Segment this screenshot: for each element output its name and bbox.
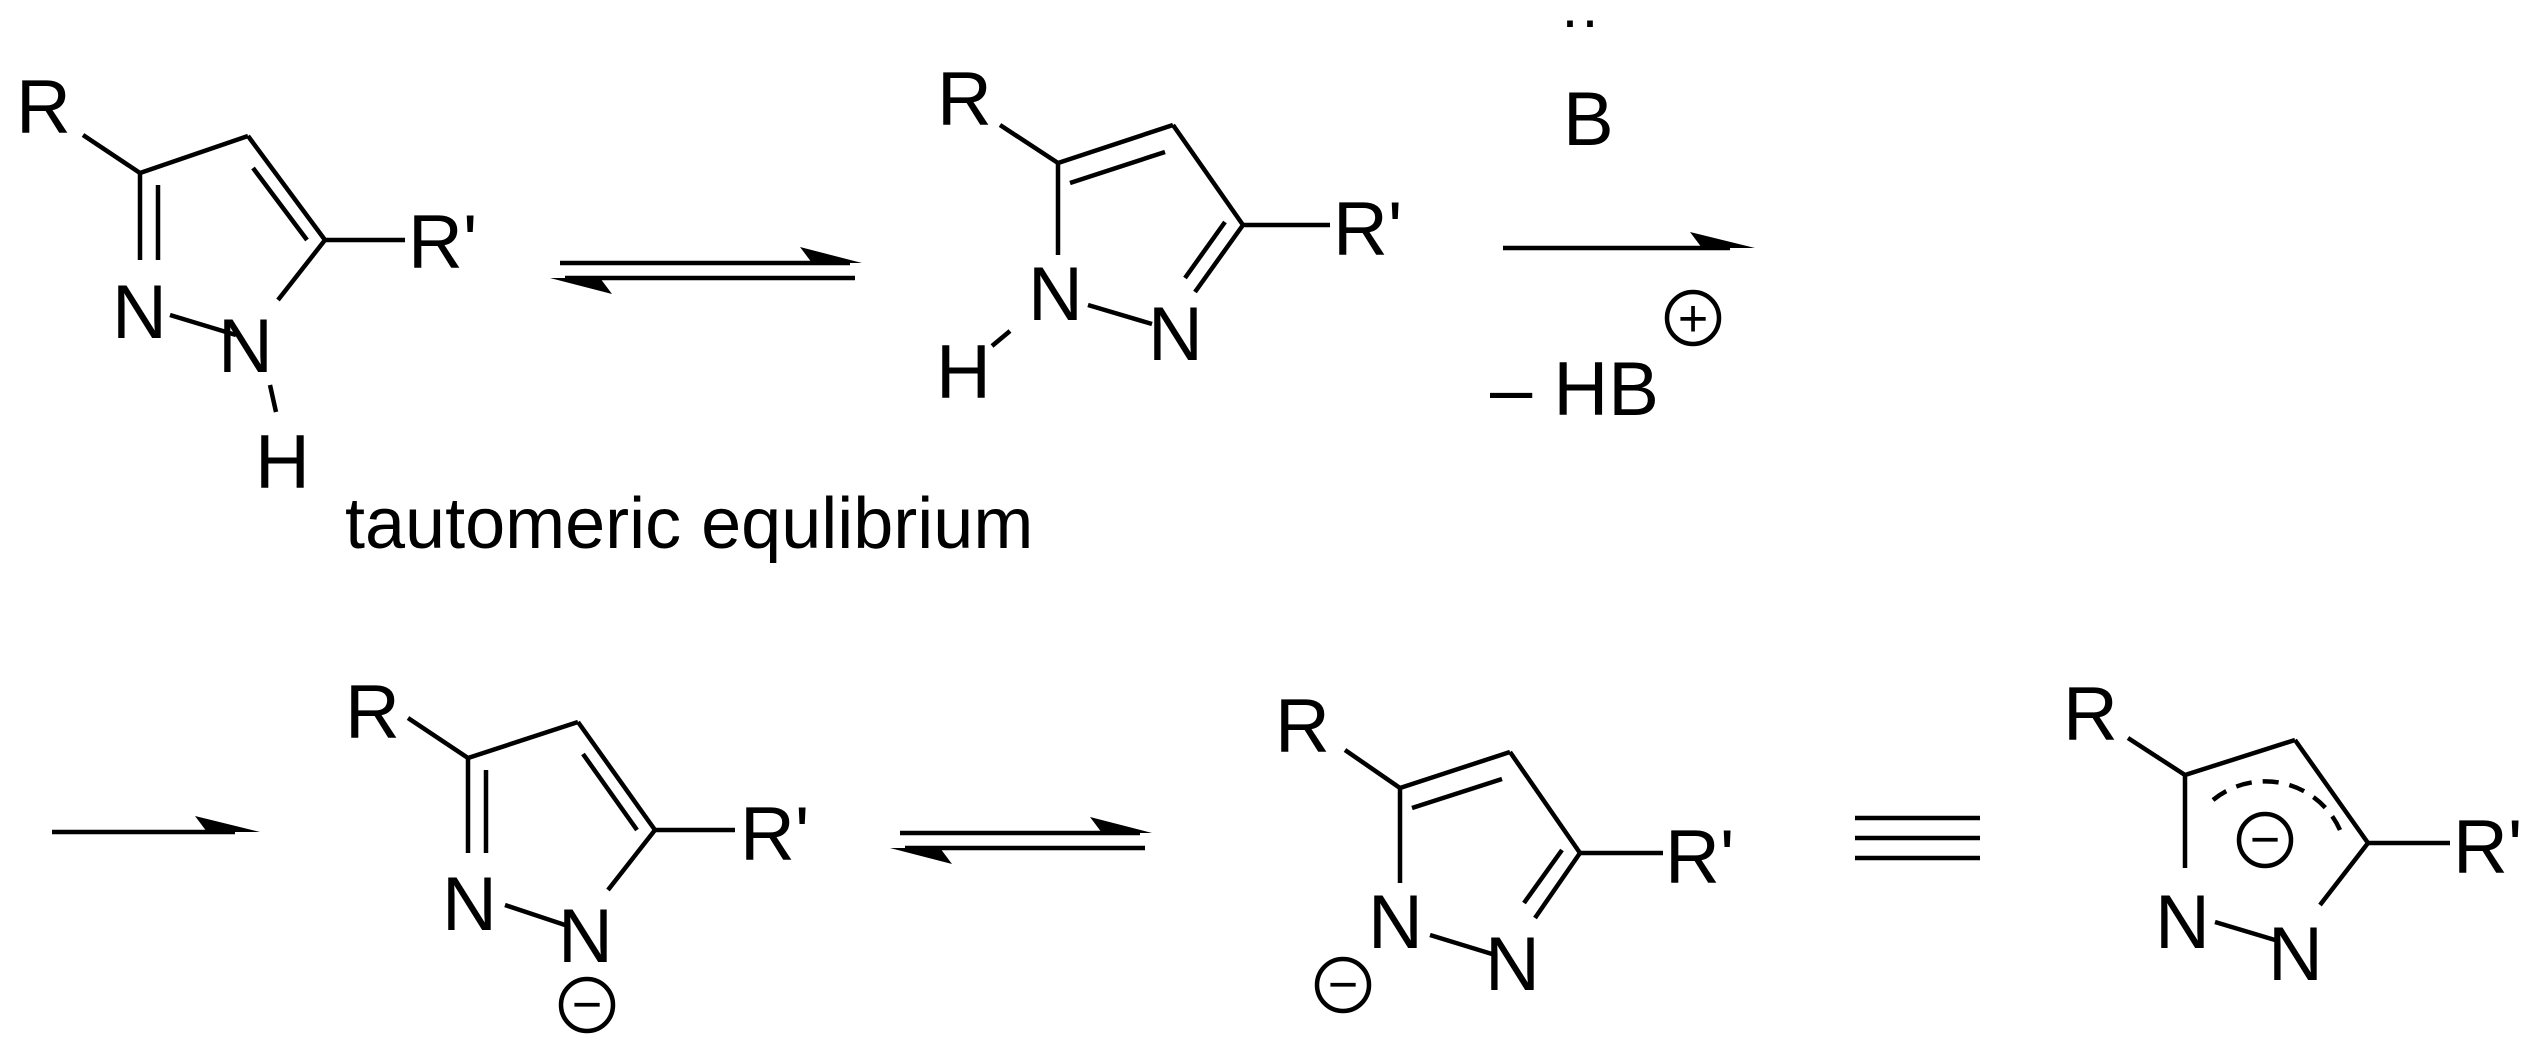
pyrazolide-anion-delocalized: − R R' N N bbox=[2063, 672, 2522, 997]
svg-text:−: − bbox=[1328, 956, 1358, 1014]
substituent-r-prime: R' bbox=[408, 200, 477, 285]
equivalence-sign bbox=[1855, 815, 1980, 861]
equilibrium-arrow-bottom bbox=[890, 817, 1152, 864]
bond-c3-r bbox=[81, 133, 142, 175]
pyrazolide-anion-n1: R R' N N − bbox=[345, 670, 809, 1034]
bond-c4-c5-inner bbox=[251, 166, 309, 242]
substituent-r: R bbox=[345, 670, 400, 755]
atom-n2: N bbox=[1148, 292, 1203, 377]
atom-n1: N bbox=[558, 894, 613, 979]
substituent-r: R bbox=[16, 65, 71, 150]
negative-charge: − bbox=[2236, 811, 2294, 869]
substituent-r: R bbox=[937, 57, 992, 142]
base-lone-pair: ·· bbox=[1560, 0, 1600, 53]
bond-c5-c4 bbox=[1057, 122, 1174, 166]
deprotonation-arrow bbox=[1503, 232, 1755, 251]
bond-c3-c4 bbox=[2184, 737, 2296, 778]
atom-n1: N bbox=[1368, 880, 1423, 965]
bond-n1-h bbox=[990, 329, 1012, 348]
bond-c3-n2 bbox=[1193, 223, 1245, 294]
substituent-r-prime: R' bbox=[2453, 805, 2522, 890]
atom-n1: N bbox=[2268, 912, 2323, 997]
pyrazole-tautomer-b: R R' N N H bbox=[936, 57, 1402, 415]
positive-charge: + bbox=[1664, 289, 1722, 348]
atom-h: H bbox=[936, 330, 991, 415]
substituent-r-prime: R' bbox=[1333, 187, 1402, 272]
equilibrium-arrow-top bbox=[550, 247, 862, 294]
bond-c5-n1 bbox=[606, 828, 657, 892]
atom-n2: N bbox=[2155, 880, 2210, 965]
caption-tautomeric-equilibrium: tautomeric equlibrium bbox=[345, 484, 1033, 564]
bond-n2-n1 bbox=[504, 902, 566, 928]
negative-charge: − bbox=[1314, 956, 1372, 1014]
negative-charge: − bbox=[558, 976, 616, 1034]
reagent-base: B bbox=[1563, 77, 1614, 162]
substituent-r: R bbox=[1275, 684, 1330, 769]
bond-c4-c3 bbox=[1508, 750, 1582, 855]
atom-h: H bbox=[255, 420, 310, 505]
continuation-arrow bbox=[52, 816, 260, 835]
bond-c5-n1 bbox=[276, 238, 327, 302]
bond-c5-c4-inner bbox=[1069, 149, 1166, 186]
atom-n2: N bbox=[112, 270, 167, 355]
svg-text:−: − bbox=[2250, 811, 2280, 869]
bond-c4-c5 bbox=[2293, 738, 2370, 845]
bond-n2-n1 bbox=[2214, 919, 2276, 943]
bond-c3-n2-inner bbox=[1522, 848, 1564, 905]
bond-c3-c4 bbox=[467, 719, 579, 761]
bond-n1-h bbox=[267, 384, 279, 413]
pyrazolide-anion-n1-alt: R R' N N − bbox=[1275, 684, 1734, 1014]
bond-n2-n1 bbox=[169, 312, 237, 338]
atom-n2: N bbox=[442, 862, 497, 947]
bond-c5-n1 bbox=[2318, 841, 2370, 907]
bond-c4-c5 bbox=[576, 720, 657, 832]
substituent-r-prime: R' bbox=[740, 792, 809, 877]
bond-c5-r bbox=[998, 123, 1060, 165]
bond-c5-c4-inner bbox=[1411, 776, 1503, 811]
bond-c5-c4 bbox=[1399, 749, 1511, 791]
atom-n2: N bbox=[1485, 922, 1540, 1007]
bond-c4-c5 bbox=[246, 134, 327, 242]
bond-c3-r bbox=[2126, 736, 2187, 777]
bond-c3-n2-inner bbox=[1183, 220, 1227, 280]
atom-n1: N bbox=[218, 304, 273, 389]
bond-n1-n2 bbox=[1087, 302, 1153, 327]
svg-text:−: − bbox=[572, 976, 602, 1034]
bond-c5-r bbox=[1343, 748, 1402, 790]
bond-n1-n2 bbox=[1429, 932, 1493, 957]
substituent-r: R bbox=[2063, 672, 2118, 757]
bond-c3-r bbox=[406, 716, 470, 760]
bond-c4-c5-inner bbox=[581, 752, 639, 832]
bond-c3-c4 bbox=[139, 133, 249, 176]
bond-c3-n2 bbox=[1533, 851, 1582, 920]
pyrazole-tautomer-a: R R' N N H bbox=[16, 65, 477, 505]
svg-text:+: + bbox=[1678, 290, 1708, 348]
atom-n1: N bbox=[1028, 252, 1083, 337]
byproduct-hb: – HB bbox=[1490, 347, 1659, 432]
substituent-r-prime: R' bbox=[1665, 815, 1734, 900]
bond-c4-c3 bbox=[1171, 123, 1245, 227]
